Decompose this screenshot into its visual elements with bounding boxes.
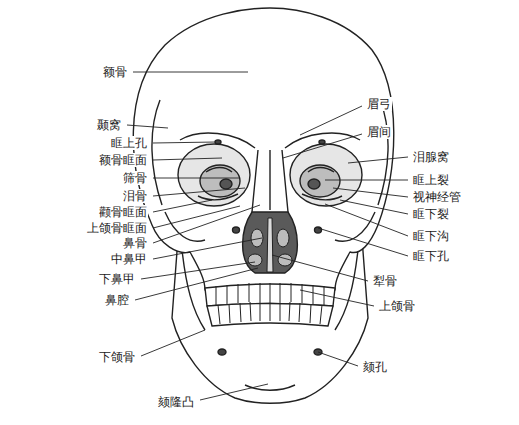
orbit [178,144,250,206]
part-label: 下鼻甲 [98,272,136,286]
leader-lines [127,72,408,400]
part-label: 眉间 [366,125,392,139]
orbit [290,144,362,206]
skull [133,8,393,403]
part-label: 眶下沟 [412,229,450,243]
part-label: 上颌骨眶面 [86,221,148,235]
part-label: 眶下孔 [412,249,450,263]
orbit-depth [300,165,340,197]
part-label: 鼻骨 [122,236,148,250]
part-label: 犁骨 [372,274,398,288]
part-label: 下颌骨 [98,350,136,364]
part-label: 眶上孔 [110,136,148,150]
orbit-depth [200,165,240,197]
part-label: 中鼻甲 [110,252,148,266]
part-label: 泪骨 [122,189,148,203]
part-label: 颧骨眶面 [98,205,148,219]
cranium [133,8,393,290]
part-label: 泪腺窝 [412,150,450,164]
inferior-concha [248,254,262,266]
infraorbital-foramen [233,227,240,233]
mental-foramen [218,349,226,355]
part-label: 眉弓 [366,97,392,111]
optic-canal [220,179,232,189]
nasal-cavity [243,212,298,273]
optic-canal [308,179,320,189]
part-label: 视神经管 [412,190,462,204]
tooth-dividers [216,283,324,324]
nasal-bone [252,150,288,212]
supraorbital-foramen [319,140,325,144]
part-label: 颏隆凸 [157,395,195,409]
part-label: 眶下裂 [412,207,450,221]
infraorbital-foramen [315,227,322,233]
vomer [267,218,273,272]
part-label: 额骨眶面 [98,153,148,167]
part-label: 筛骨 [122,171,148,185]
part-label: 颞窝 [96,118,122,132]
part-label: 上颌骨 [378,299,416,313]
part-label: 鼻腔 [104,293,130,307]
part-label: 颏孔 [362,360,388,374]
part-label: 额骨 [102,65,128,79]
middle-concha [277,229,289,247]
part-label: 眶上裂 [412,173,450,187]
